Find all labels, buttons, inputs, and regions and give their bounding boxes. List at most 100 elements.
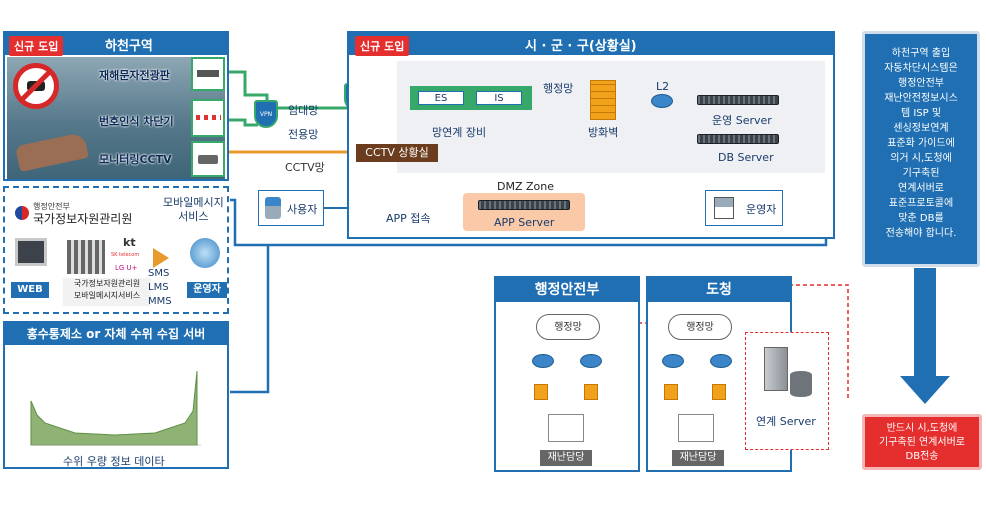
note-box: 하천구역 출입 자동차단시스템은 행정안전부 재난안전정보시스 템 ISP 및 …: [862, 31, 980, 267]
link-device-box: ES IS: [410, 86, 532, 110]
callout-text: 반드시 시,도청에 기구축된 연계서버로 DB전송: [879, 423, 965, 462]
cloud-icon-2: 행정망: [668, 314, 732, 340]
dmz-label: DMZ Zone: [497, 180, 554, 193]
firewall-label: 방화벽: [588, 126, 619, 139]
lms-label: LMS: [148, 282, 169, 293]
database-icon: [790, 371, 812, 397]
arrow-right-icon: [153, 248, 169, 268]
flood-caption: 수위 우량 정보 데이타: [63, 455, 165, 468]
cloud-label: 행정망: [554, 322, 582, 333]
firewall-icon: [590, 80, 616, 120]
web-monitor-icon: [15, 238, 47, 266]
situation-room-header: [349, 33, 833, 55]
cctv-room-label: CCTV 상황실: [356, 144, 438, 162]
lgu-logo: LG U+: [115, 264, 138, 272]
building-icon: [67, 240, 105, 274]
switch-icon-4: [712, 384, 726, 400]
signboard-icon: [191, 57, 225, 91]
ops-server-label: 운영 Server: [712, 114, 772, 127]
device-label-signboard: 재해문자전광판: [99, 69, 170, 82]
situation-new-badge: 신규 도입: [355, 36, 410, 56]
ops-server-icon: [697, 95, 779, 105]
cctv-camera-icon: [191, 141, 225, 177]
agency-top-label: 행정안전부: [33, 202, 70, 211]
lease-line-label: 임대망: [288, 104, 319, 117]
kt-logo: kt: [123, 236, 136, 249]
cctv-net-label: CCTV망: [285, 161, 325, 174]
sms-label: SMS: [148, 268, 170, 279]
switch-icon-3: [664, 384, 678, 400]
mobile-center-label: 국가정보자원관리원 모바일메시지서비스: [63, 278, 151, 306]
car-in-flood: [15, 132, 89, 172]
l2-switch-icon: [651, 94, 673, 108]
vpn-shield-icon: VPN: [254, 100, 278, 128]
bus-flood: [230, 245, 270, 394]
l2-label: L2: [656, 80, 670, 93]
mois-tier-label: 재난담당: [540, 450, 592, 466]
mobile-message-panel: 행정안전부 국가정보자원관리원 모바일메시지 서비스 WEB kt SK tel…: [3, 186, 229, 314]
mms-label: MMS: [148, 296, 172, 307]
web-label: WEB: [11, 282, 49, 298]
org-chart-icon-2: [678, 414, 714, 442]
water-level-chart: [25, 351, 205, 451]
operator-globe-icon: [190, 238, 220, 268]
new-badge: 신규 도입: [9, 36, 64, 56]
app-access-label: APP 접속: [386, 212, 431, 225]
device-cctv: 모니터링CCTV: [99, 151, 187, 169]
link-server-label: 연계 Server: [756, 415, 816, 428]
link-device-label: 망연계 장비: [432, 126, 487, 139]
province-title: 도청: [648, 278, 790, 302]
barrier-icon: [191, 99, 225, 137]
admin-net-label: 행정망: [543, 82, 574, 95]
flood-server-title: 홍수통제소 or 자체 수위 수집 서버: [5, 323, 227, 345]
province-tier-label: 재난담당: [672, 450, 724, 466]
switch-icon-2: [584, 384, 598, 400]
situation-room-title: 시 · 군 · 구(상황실): [525, 39, 637, 54]
no-car-sign-icon: [13, 63, 59, 109]
situation-room-panel: 신규 도입 시 · 군 · 구(상황실): [347, 31, 835, 239]
dmz-zone: [463, 193, 585, 231]
mobile-operator-label: 운영자: [187, 282, 227, 298]
cloud-icon: 행정망: [536, 314, 600, 340]
db-server-icon: [697, 134, 779, 144]
flood-server-panel: 홍수통제소 or 자체 수위 수집 서버 수위 우량 정보 데이타: [3, 321, 229, 469]
server-tower-icon: [764, 347, 788, 391]
device-signboard: 재해문자전광판: [99, 65, 187, 83]
note-text: 하천구역 출입 자동차단시스템은 행정안전부 재난안전정보시스 템 ISP 및 …: [884, 48, 958, 239]
router-icon-2: [580, 354, 602, 368]
link-server-zone: 연계 Server: [745, 332, 829, 450]
router-icon: [532, 354, 554, 368]
db-server-label: DB Server: [718, 151, 774, 164]
mois-emblem-icon: [15, 206, 29, 220]
telecom-logos: kt SK telecom LG U+: [111, 236, 151, 280]
is-box: IS: [476, 91, 522, 105]
flood-photo: [7, 57, 225, 179]
app-server-label: APP Server: [494, 216, 555, 229]
device-barrier: 번호인식 차단기: [99, 113, 187, 131]
es-box: ES: [418, 91, 464, 105]
user-box: 사용자: [258, 190, 324, 226]
router-icon-3: [662, 354, 684, 368]
device-label-cctv: 모니터링CCTV: [99, 153, 172, 166]
river-zone-panel: 신규 도입 하천구역 재해문자전광판 번호인식 차단기 모니터링CCTV: [3, 31, 229, 181]
agency-label: 국가정보자원관리원: [33, 212, 133, 226]
app-server-icon: [478, 200, 570, 210]
operator-icon: [714, 197, 734, 219]
mois-panel: 행정안전부 행정망 재난담당: [494, 276, 640, 472]
router-icon-4: [710, 354, 732, 368]
operator-label: 운영자: [746, 203, 777, 216]
vpn-label: VPN: [259, 111, 273, 118]
device-label-barrier: 번호인식 차단기: [99, 115, 174, 128]
dedicated-line-label: 전용망: [288, 128, 319, 141]
cloud-label-2: 행정망: [686, 322, 714, 333]
user-icon: [265, 197, 281, 219]
operator-box: 운영자: [705, 190, 783, 226]
mobile-service-title: 모바일메시지 서비스: [163, 196, 224, 223]
mois-title: 행정안전부: [496, 278, 638, 302]
river-zone-title: 하천구역: [105, 39, 153, 54]
skt-logo: SK telecom: [111, 252, 140, 258]
switch-icon: [534, 384, 548, 400]
org-chart-icon: [548, 414, 584, 442]
user-label: 사용자: [287, 203, 318, 216]
